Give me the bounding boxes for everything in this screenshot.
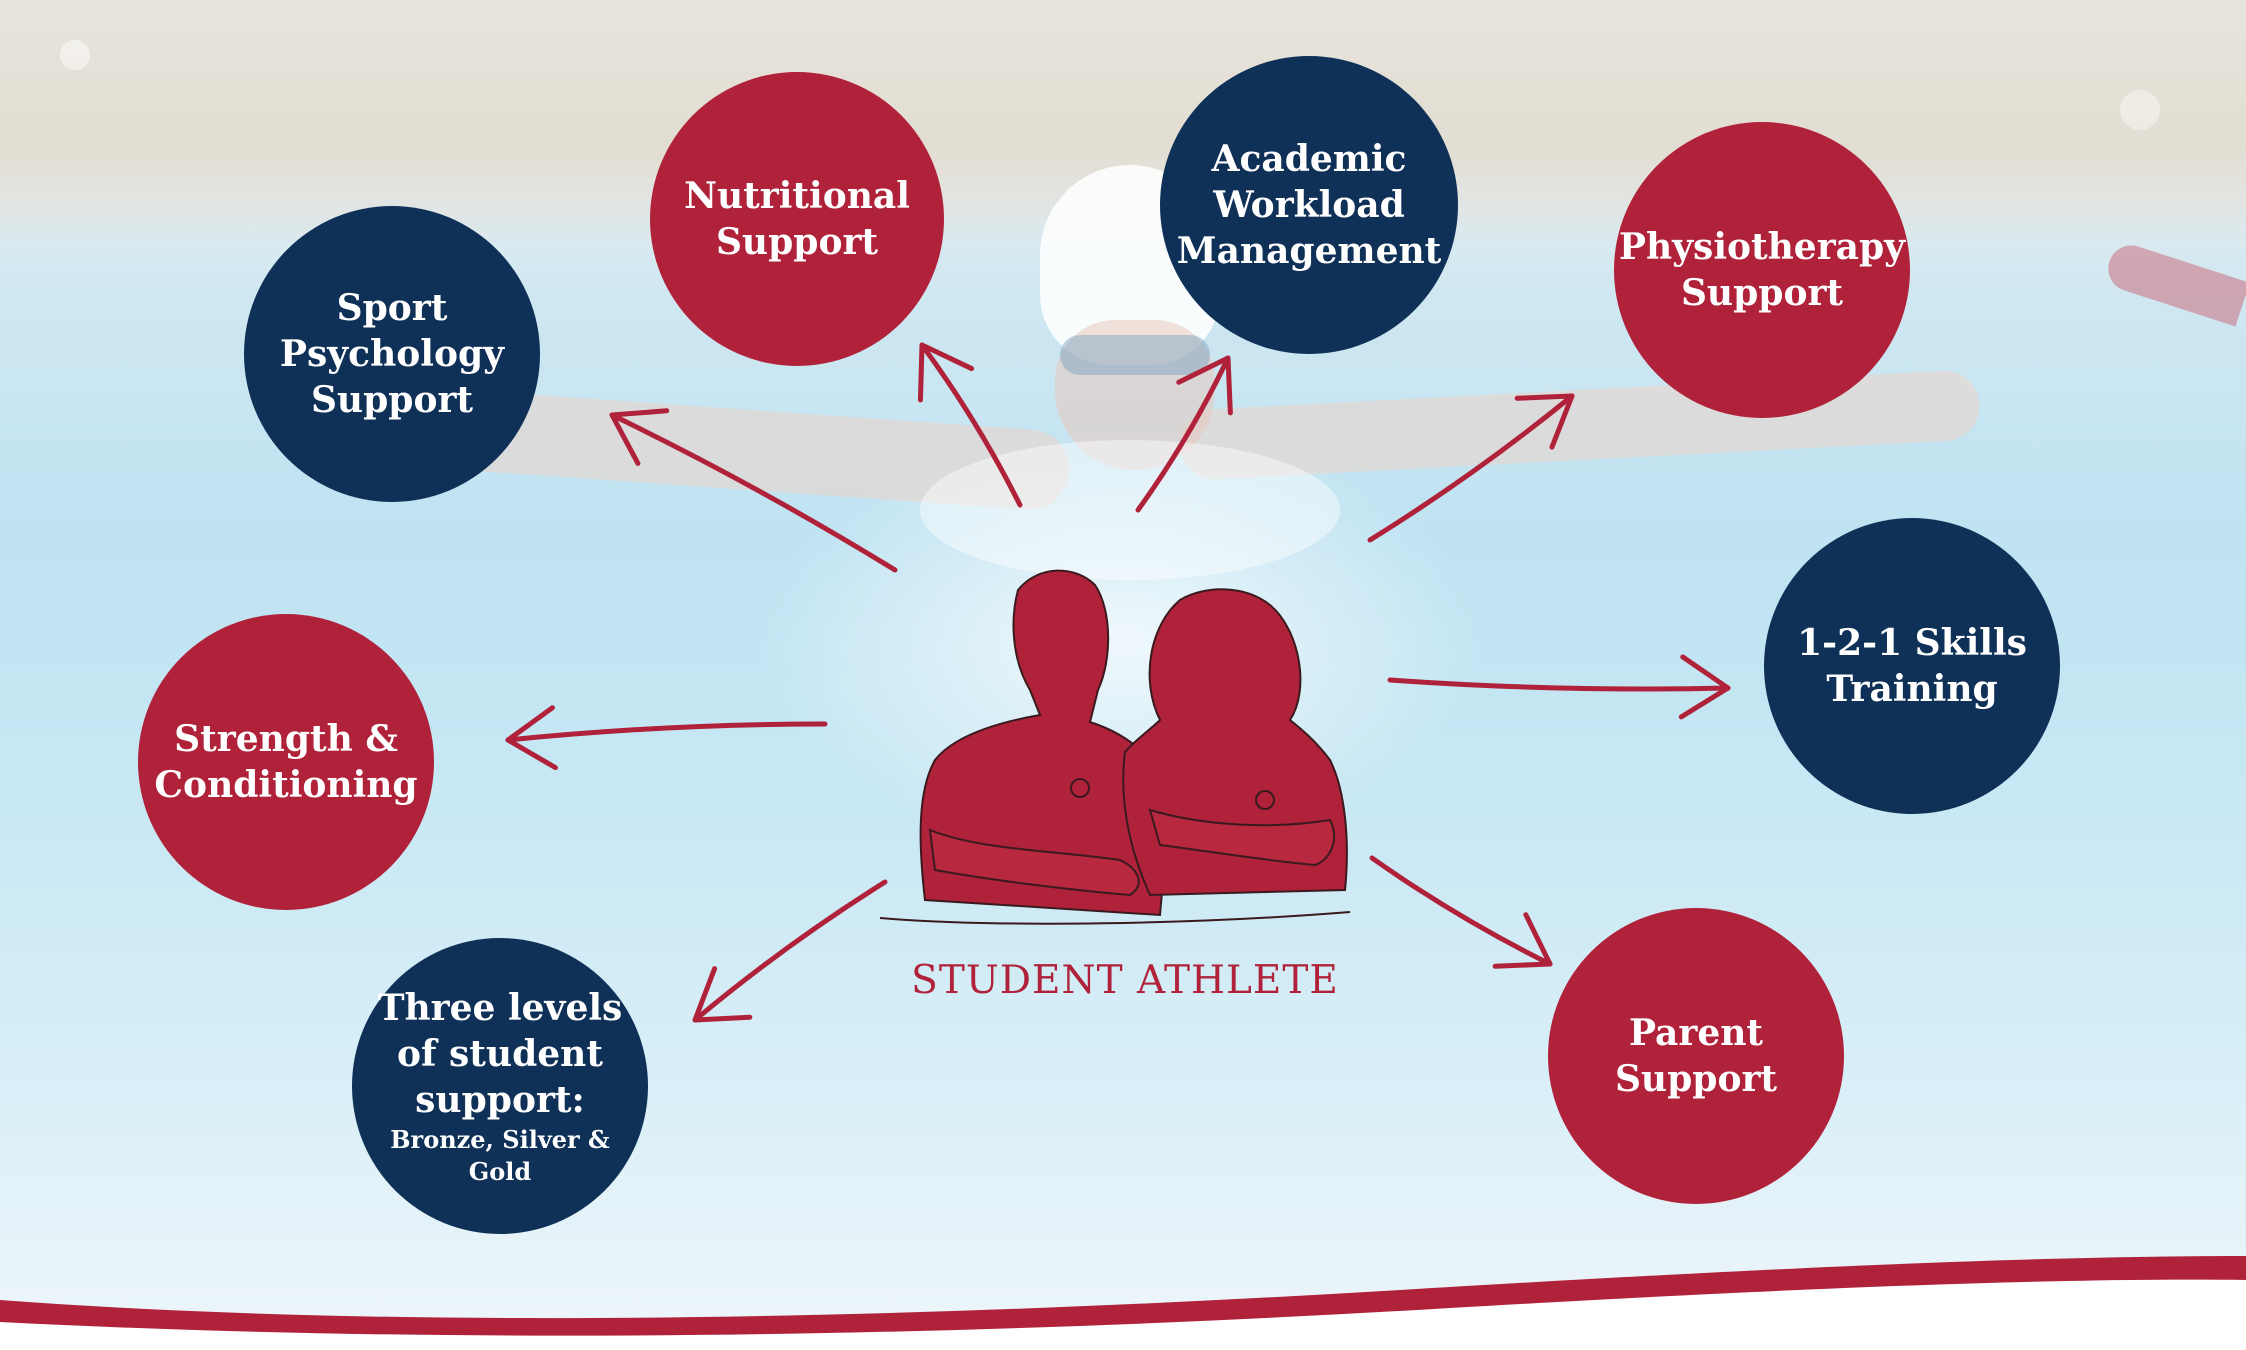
arrow-to-parent bbox=[1369, 855, 1553, 969]
arrow-shaft bbox=[1387, 677, 1731, 692]
node-label-line: Support bbox=[310, 379, 474, 421]
node-label-line: Support bbox=[715, 221, 879, 263]
node-strength-conditioning: Strength & Conditioning bbox=[138, 614, 434, 910]
arrow-head bbox=[1176, 355, 1233, 416]
node-label-line: of student bbox=[397, 1033, 603, 1075]
node-skills-training: 1-2-1 Skills Training bbox=[1764, 518, 2060, 814]
arrow-to-nutritional bbox=[917, 342, 1023, 508]
node-label-line: Support bbox=[1680, 272, 1844, 314]
node-label-line: Workload bbox=[1213, 184, 1405, 226]
swimmer-face bbox=[1055, 320, 1215, 470]
arrow-to-strength bbox=[505, 705, 828, 771]
node-label-line: Conditioning bbox=[154, 764, 418, 806]
base-line bbox=[879, 911, 1351, 925]
arrow-head bbox=[1492, 912, 1553, 969]
arrow-head bbox=[505, 705, 558, 771]
node-academic-workload-management: Academic Workload Management bbox=[1160, 56, 1458, 354]
arrow-head bbox=[692, 966, 753, 1023]
arrow-head bbox=[1678, 654, 1731, 720]
node-label-line: Support bbox=[1614, 1058, 1778, 1100]
node-parent-support: Parent Support bbox=[1548, 908, 1844, 1204]
arrow-to-sport-psychology bbox=[609, 408, 898, 573]
node-label-line: Three levels bbox=[377, 987, 623, 1029]
arrow-to-three-levels bbox=[692, 879, 888, 1023]
node-label-line: 1-2-1 Skills bbox=[1797, 622, 2027, 664]
arrow-to-skills-training bbox=[1387, 654, 1731, 720]
node-physiotherapy-support: Physiotherapy Support bbox=[1614, 122, 1910, 418]
water-splash bbox=[60, 40, 90, 70]
water-splash bbox=[2120, 90, 2160, 130]
female-athlete-figure bbox=[1122, 588, 1348, 897]
node-label-line: Sport bbox=[336, 287, 448, 329]
arrow-to-physiotherapy bbox=[1367, 393, 1575, 543]
node-three-levels-support: Three levels of student support: Bronze,… bbox=[352, 938, 648, 1234]
center-label: STUDENT ATHLETE bbox=[911, 958, 1339, 1003]
arrow-head bbox=[917, 342, 975, 403]
node-label-line: Parent bbox=[1628, 1012, 1764, 1054]
male-athlete-figure bbox=[919, 569, 1172, 917]
arrow-shaft bbox=[609, 412, 898, 573]
arrow-head bbox=[609, 408, 670, 466]
arrow-to-academic bbox=[1135, 355, 1233, 513]
arrow-shaft bbox=[692, 879, 888, 1023]
node-label-line: Academic bbox=[1211, 138, 1407, 180]
node-sublabel-line: Bronze, Silver & bbox=[390, 1125, 610, 1154]
node-label-line: support: bbox=[415, 1079, 585, 1121]
arrow-shaft bbox=[505, 721, 828, 743]
arrow-shaft bbox=[1135, 355, 1231, 513]
node-nutritional-support: Nutritional Support bbox=[650, 72, 944, 366]
node-label-line: Training bbox=[1826, 668, 1998, 710]
node-label-line: Psychology bbox=[279, 333, 505, 375]
arrow-head bbox=[1514, 393, 1575, 450]
node-label-line: Physiotherapy bbox=[1618, 226, 1906, 268]
arrow-shaft bbox=[1369, 855, 1553, 967]
arrow-shaft bbox=[919, 342, 1023, 508]
node-sublabel-line: Gold bbox=[468, 1157, 532, 1186]
node-label-line: Strength & bbox=[174, 718, 398, 760]
node-label-line: Management bbox=[1176, 230, 1442, 272]
node-sport-psychology-support: Sport Psychology Support bbox=[244, 206, 540, 502]
node-label-line: Nutritional bbox=[684, 175, 910, 217]
arrow-shaft bbox=[1367, 393, 1575, 543]
water-splash bbox=[920, 440, 1340, 580]
swimmer-goggles bbox=[1060, 335, 1210, 375]
